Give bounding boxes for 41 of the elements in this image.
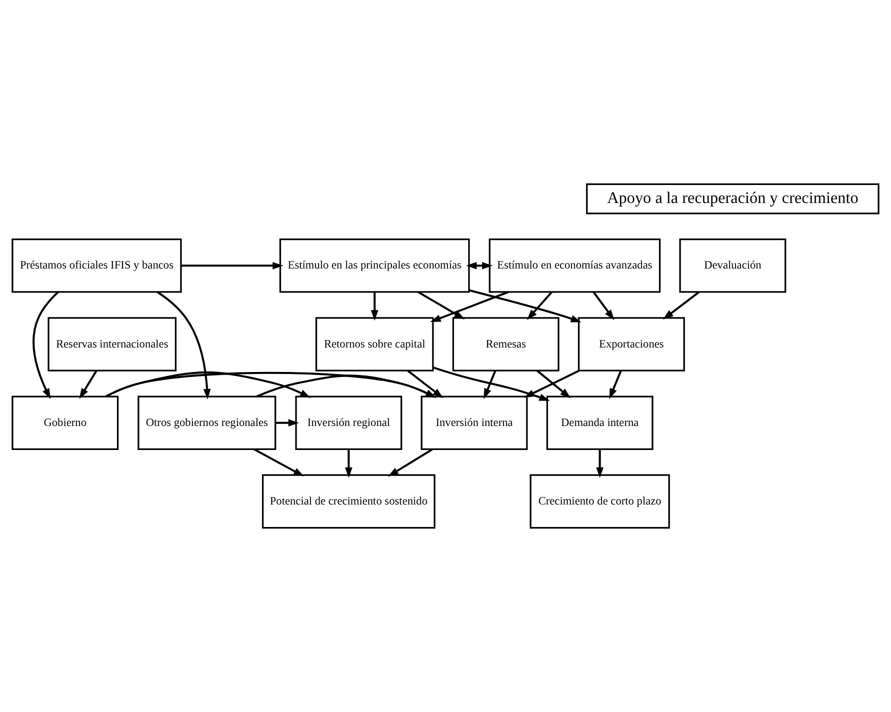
arrow [407, 370, 444, 398]
arrow [344, 449, 352, 478]
arrow [388, 448, 433, 477]
arrow [609, 370, 622, 400]
node-box: Potencial de crecimiento sostenido [262, 474, 436, 529]
arrow [662, 291, 700, 320]
node-box: Estímulo en economías avanzadas [488, 238, 661, 293]
node-box: Devaluación [679, 238, 786, 293]
node-box: Reservas internacionales [48, 317, 177, 372]
arrow [526, 291, 553, 320]
arrow [256, 374, 436, 398]
node-box: Inversión regional [295, 396, 402, 450]
arrow [466, 262, 493, 270]
node-box: Retornos sobre capital [315, 317, 434, 372]
arrow [592, 292, 614, 320]
arrow [484, 370, 496, 400]
node-box: Gobierno [12, 396, 119, 450]
arrow [430, 291, 509, 322]
node-box: Estímulo en las principales economías [279, 238, 470, 293]
arrow [254, 448, 304, 476]
arrow [32, 291, 59, 400]
arrow [105, 371, 311, 398]
node-box: Crecimiento de corto plazo [530, 474, 670, 529]
arrow [536, 370, 571, 398]
arrow [370, 292, 378, 321]
node-box: Otros gobiernos regionales [138, 396, 276, 450]
arrow [432, 366, 550, 401]
arrow [105, 372, 436, 398]
arrow [418, 291, 465, 320]
node-box: Préstamos oficiales IFIS y bancos [12, 238, 182, 293]
node-box: Demanda interna [546, 396, 654, 450]
arrow [181, 262, 284, 270]
arrow [79, 370, 98, 399]
arrow [468, 289, 582, 322]
node-box: Exportaciones [578, 317, 685, 372]
node-box: Remesas [452, 317, 560, 372]
arrow [596, 449, 604, 478]
arrow [276, 419, 299, 427]
arrow [156, 291, 211, 400]
node-box: Apoyo a la recuperación y crecimiento [586, 183, 880, 214]
node-box: Inversión interna [420, 396, 528, 450]
